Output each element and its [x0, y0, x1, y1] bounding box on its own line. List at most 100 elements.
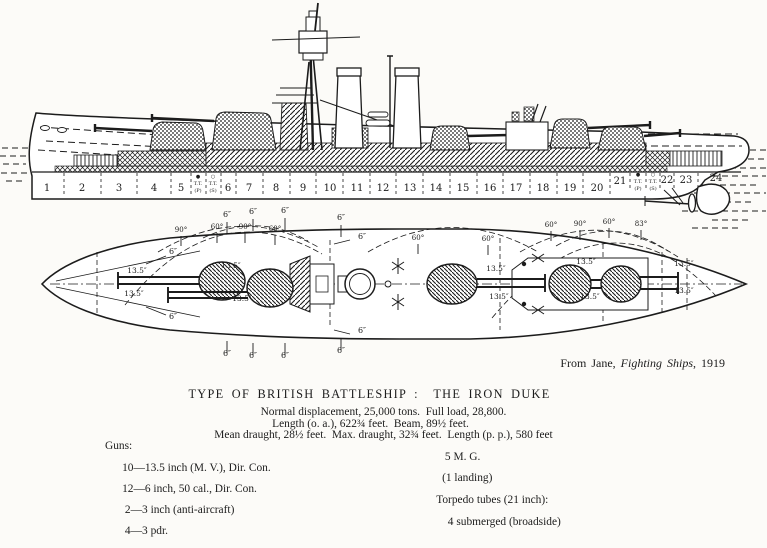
- turret-y-gun-barrel: [643, 129, 682, 138]
- battleship-diagram-page: { "attribution": { "prefix": "From Jane,…: [0, 2, 766, 537]
- armament-line: 4 submerged (broadside): [436, 515, 561, 528]
- main-gun-caliber-label: 13.5″: [486, 264, 506, 273]
- torpedo-tube-marker: ●: [196, 174, 201, 180]
- turret-x-plan: [548, 264, 592, 304]
- topmast: [314, 2, 319, 32]
- torpedo-tube-label: (S): [209, 187, 216, 194]
- guns-heading: Guns:: [105, 440, 133, 452]
- mast-step-plan: [384, 280, 392, 288]
- armament-line: 5 M. G.: [436, 450, 481, 463]
- turret-y-side: [597, 126, 647, 151]
- turret-x-side: [549, 118, 591, 149]
- propeller-shaft: [644, 200, 691, 205]
- gun-line: 12—6 inch, 50 cal., Dir. Con.: [116, 482, 257, 495]
- boat-crane-plan: [521, 301, 527, 307]
- attribution-source-italic: Fighting Ships: [620, 356, 693, 370]
- funnel-plan-inner: [349, 273, 371, 295]
- compartment-dividers: [63, 173, 699, 196]
- guns-list: 10—13.5 inch (M. V.), Dir. Con. 12—6 inc…: [105, 452, 271, 547]
- shaft-bracket: [644, 187, 684, 206]
- torpedo-tube-label: (P): [634, 185, 641, 192]
- compartment-number: 12: [377, 183, 390, 194]
- main-gun-caliber-label: 13.5″: [124, 289, 144, 298]
- searchlight-mount: [511, 111, 520, 122]
- searchlight-plan: [531, 305, 545, 315]
- spec-draught: Mean draught, 28½ feet. Max. draught, 32…: [214, 429, 553, 441]
- tripod-mast-legs: [299, 54, 323, 151]
- turret-q-side: [429, 125, 471, 151]
- firing-arcs: [124, 225, 717, 319]
- gun-line: 2—3 inch (anti-aircraft): [116, 503, 235, 516]
- compartment-number: 18: [537, 183, 550, 194]
- firing-arc-angle-labels: 90°60°90°60°60°60°60°90°60°83°: [175, 218, 647, 255]
- secondary-gun-label: 6″: [337, 346, 345, 355]
- turret-a-plan: [198, 261, 246, 301]
- aft-funnel-cap: [394, 67, 420, 77]
- main-gun-labels: 13.5″13.5″13.5″13.5″13.5″13.5″13.5″13.5″…: [124, 257, 694, 303]
- compartment-number: 15: [457, 183, 470, 194]
- armament-line: Torpedo tubes (21 inch):: [436, 493, 549, 506]
- firing-arc-angle-label: 60°: [412, 234, 424, 242]
- turret-y-plan: [600, 265, 642, 303]
- compartment-number: 11: [351, 183, 364, 194]
- secondary-gun-label: 6″: [281, 351, 289, 360]
- firing-arc-angle-label: 60°: [211, 223, 223, 231]
- firing-arc-angle-label: 90°: [239, 223, 251, 231]
- firing-arc-angle-label: 60°: [482, 235, 494, 243]
- main-gun-caliber-label: 13.5″: [576, 257, 596, 266]
- hawse-pipe: [40, 125, 50, 131]
- firing-arc-angle-label: 90°: [574, 220, 586, 228]
- turret-b-gun-barrel: [150, 114, 215, 123]
- searchlight-plan: [391, 294, 405, 310]
- sea-waterline-bow: [0, 147, 30, 182]
- torpedo-and-mg-list: 5 M. G. (1 landing) Torpedo tubes (21 in…: [425, 441, 561, 538]
- caption-block: From Jane, Fighting Ships, 1919 TYPE OF …: [105, 356, 725, 537]
- compartment-number: 13: [404, 183, 417, 194]
- compartment-number: 23: [680, 175, 693, 186]
- main-gun-caliber-label: 13.5″: [127, 266, 147, 275]
- main-gun-caliber-label: 13.5″: [232, 294, 252, 303]
- diagram-title: TYPE OF BRITISH BATTLESHIP : THE IRON DU…: [188, 387, 551, 401]
- attribution-suffix: , 1919: [693, 356, 725, 370]
- secondary-gun-label: 6″: [169, 312, 177, 321]
- torpedo-tube-marker: ●: [636, 172, 641, 178]
- turret-q-plan: [426, 263, 478, 305]
- torpedo-tube-label: (P): [194, 187, 201, 194]
- compartment-number: 14: [430, 183, 443, 194]
- turret-a-barrels-plan: [117, 272, 200, 289]
- yard-arm: [271, 36, 361, 41]
- spec-displacement: Normal displacement, 25,000 tons. Full l…: [260, 406, 507, 418]
- searchlight-plan: [531, 253, 545, 263]
- boat-crane-plan: [521, 261, 527, 267]
- secondary-gun-label: 6″: [169, 247, 177, 256]
- main-gun-caliber-label: 13.5″: [674, 259, 694, 268]
- compartment-number: 10: [324, 183, 337, 194]
- torpedo-tube-marker: ○: [651, 172, 655, 178]
- forecastle-deck-edges: [55, 250, 201, 318]
- compartment-number: 17: [510, 183, 523, 194]
- turret-b-side: [211, 111, 277, 151]
- torpedo-tube-marker: ○: [211, 174, 215, 180]
- torpedo-tube-cells: ●T.T.(P)○T.T.(S)●T.T.(P)○T.T.(S): [194, 172, 658, 194]
- conning-tower-plan: [315, 275, 329, 293]
- plan-view-drawing: 13.5″13.5″13.5″13.5″13.5″13.5″13.5″13.5″…: [40, 206, 749, 360]
- firing-arc-angle-label: 90°: [175, 226, 187, 234]
- compartment-number: 2: [79, 183, 85, 194]
- compartment-number: 7: [246, 183, 252, 194]
- spec-length-beam: Length (o. a.), 622¾ feet. Beam, 89½ fee…: [272, 417, 469, 430]
- ships-boat: [367, 111, 389, 118]
- main-gun-caliber-label: 13.5″: [489, 292, 509, 301]
- secondary-gun-label: 6″: [337, 213, 345, 222]
- secondary-gun-label: 6″: [249, 351, 257, 360]
- compartment-number: 22: [661, 175, 674, 186]
- secondary-gun-label: 6″: [281, 206, 289, 215]
- turret-a-gun-barrel: [93, 124, 153, 133]
- compartment-number: 24: [710, 173, 723, 184]
- compartment-number: 6: [225, 183, 231, 194]
- aft-superstructure: [505, 121, 549, 151]
- torpedo-tube-label: T.T.: [649, 179, 658, 185]
- attribution: From Jane, Fighting Ships, 1919: [560, 356, 725, 370]
- compartment-number: 3: [116, 183, 122, 194]
- secondary-gun-leaders: [145, 239, 351, 335]
